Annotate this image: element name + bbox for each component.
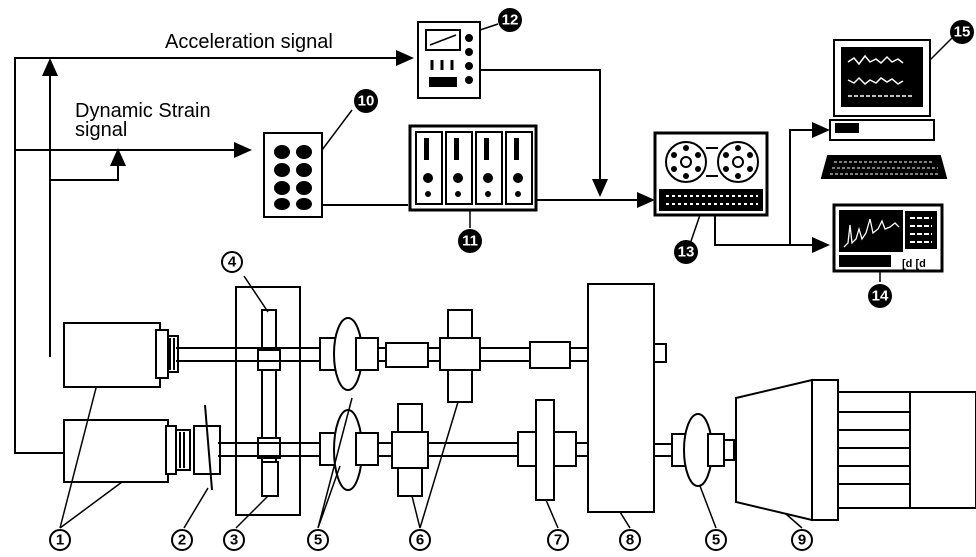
- svg-text:3: 3: [230, 532, 238, 549]
- badge-1: 1: [49, 529, 71, 551]
- svg-text:6: 6: [416, 532, 424, 549]
- computer: [820, 39, 948, 179]
- svg-text:14: 14: [872, 288, 889, 305]
- badge-15: 15: [950, 20, 974, 44]
- strain-signal-label-line1: Dynamic Strain: [75, 100, 211, 122]
- badge-8: 8: [619, 529, 641, 551]
- badge-14: 14: [868, 284, 892, 308]
- badge-2: 2: [171, 529, 193, 551]
- svg-text:[d [d: [d [d: [902, 258, 926, 270]
- svg-text:4: 4: [228, 254, 237, 271]
- badge-7: 7: [547, 529, 569, 551]
- strain-amplifier: [408, 124, 538, 212]
- acceleration-amplifier: [417, 21, 481, 99]
- svg-text:10: 10: [358, 93, 375, 110]
- badge-11: 11: [458, 229, 482, 253]
- svg-text:15: 15: [954, 24, 971, 41]
- svg-text:11: 11: [462, 233, 478, 250]
- svg-text:1: 1: [56, 532, 64, 549]
- badge-6: 6: [409, 529, 431, 551]
- svg-text:13: 13: [678, 244, 695, 261]
- svg-text:7: 7: [554, 532, 562, 549]
- svg-text:12: 12: [502, 12, 519, 29]
- acceleration-signal-label: Acceleration signal: [165, 31, 333, 53]
- badge-13: 13: [674, 240, 698, 264]
- svg-text:5: 5: [314, 532, 322, 549]
- data-recorder: [653, 131, 769, 217]
- mechanical-rig: [63, 283, 976, 522]
- svg-text:2: 2: [178, 532, 186, 549]
- badge-9: 9: [791, 529, 813, 551]
- badge-4: 4: [221, 251, 243, 273]
- badge-12: 12: [498, 8, 522, 32]
- svg-text:5: 5: [712, 532, 720, 549]
- badge-10: 10: [354, 89, 378, 113]
- badge-5b: 5: [705, 529, 727, 551]
- number-badges: 1 2 3 4 5 6 7 8 5 9 10 11 12 13 14 15: [49, 8, 974, 551]
- fft-analyzer: [d [d: [832, 203, 944, 273]
- svg-text:8: 8: [626, 532, 634, 549]
- svg-text:9: 9: [798, 532, 806, 549]
- strain-signal-label-line2: signal: [75, 119, 127, 141]
- signal-wiring: [14, 50, 830, 454]
- badge-3: 3: [223, 529, 245, 551]
- badge-5a: 5: [307, 529, 329, 551]
- leader-lines: [59, 23, 953, 529]
- strain-bridge-box: [263, 132, 323, 218]
